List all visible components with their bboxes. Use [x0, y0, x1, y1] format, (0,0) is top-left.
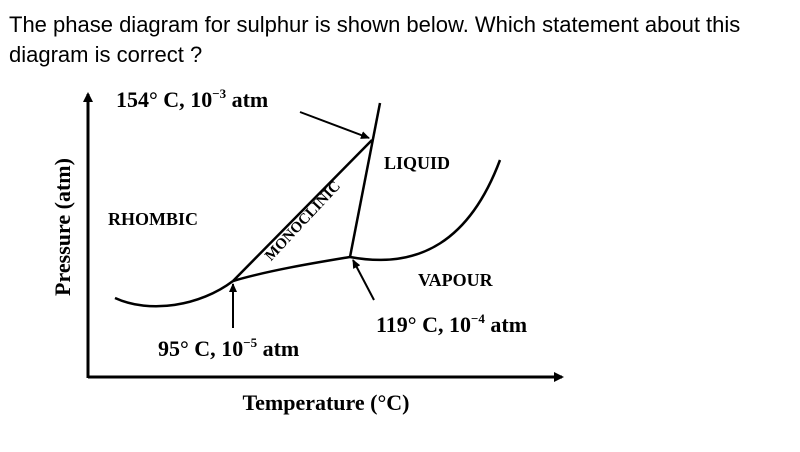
monoclinic-vapour-curve — [232, 255, 351, 283]
question-text: The phase diagram for sulphur is shown b… — [9, 12, 741, 67]
y-axis-label: Pressure (atm) — [50, 158, 75, 296]
monoclinic-liquid-boundary — [348, 102, 382, 258]
liquid-vapour-curve — [349, 159, 502, 262]
rhombic-vapour-curve — [114, 280, 234, 308]
region-vapour-label: VAPOUR — [418, 270, 494, 290]
left-point-label: 95° C, 10−5 atm — [158, 335, 299, 361]
region-liquid-label: LIQUID — [384, 153, 450, 173]
top-point-label: 154° C, 10−3 atm — [116, 86, 268, 112]
top-point-arrow — [299, 111, 370, 139]
right-point-arrow — [352, 259, 375, 301]
x-axis-label: Temperature (°C) — [242, 390, 409, 415]
region-rhombic-label: RHOMBIC — [108, 209, 198, 229]
rhombic-monoclinic-boundary — [232, 139, 373, 282]
region-monoclinic-label: MONOCLINIC — [262, 178, 344, 264]
right-point-label: 119° C, 10−4 atm — [376, 311, 527, 337]
